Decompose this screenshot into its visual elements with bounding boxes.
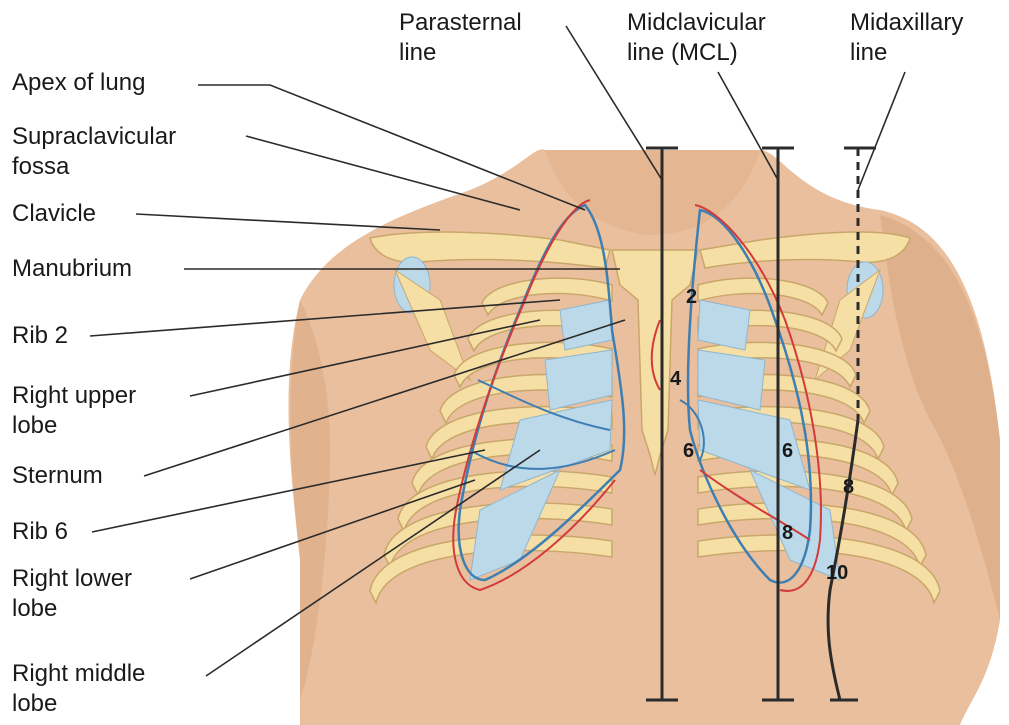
label-right-upper-lobe-2: lobe	[12, 411, 136, 441]
label-midclavicular-line-1: Midclavicular	[627, 8, 766, 38]
rib-number-8-axillary: 8	[843, 476, 854, 499]
label-right-middle-lobe-1: Right middle	[12, 659, 145, 689]
label-right-middle-lobe: Right middle lobe	[12, 659, 145, 719]
label-midclavicular-line-2: line (MCL)	[627, 38, 766, 68]
label-midclavicular-line: Midclavicular line (MCL)	[627, 8, 766, 68]
label-supraclavicular-fossa-1: Supraclavicular	[12, 122, 176, 152]
label-manubrium-text: Manubrium	[12, 254, 132, 284]
label-sternum-text: Sternum	[12, 461, 103, 491]
leader-supraclavicular	[246, 136, 520, 210]
label-midaxillary-line-2: line	[850, 38, 963, 68]
label-right-upper-lobe: Right upper lobe	[12, 381, 136, 441]
rib-number-2: 2	[686, 286, 697, 309]
label-supraclavicular-fossa: Supraclavicular fossa	[12, 122, 176, 182]
label-rib-6-text: Rib 6	[12, 517, 68, 547]
rib-number-8-mcl: 8	[782, 522, 793, 545]
label-rib-2: Rib 2	[12, 321, 68, 351]
label-parasternal-line-2: line	[399, 38, 522, 68]
label-rib-2-text: Rib 2	[12, 321, 68, 351]
label-apex-of-lung: Apex of lung	[12, 68, 145, 98]
label-parasternal-line: Parasternal line	[399, 8, 522, 68]
label-apex-of-lung-text: Apex of lung	[12, 68, 145, 98]
label-manubrium: Manubrium	[12, 254, 132, 284]
label-right-lower-lobe-2: lobe	[12, 594, 132, 624]
label-supraclavicular-fossa-2: fossa	[12, 152, 176, 182]
label-parasternal-line-1: Parasternal	[399, 8, 522, 38]
label-clavicle-text: Clavicle	[12, 199, 96, 229]
label-sternum: Sternum	[12, 461, 103, 491]
label-right-middle-lobe-2: lobe	[12, 689, 145, 719]
label-midaxillary-line-1: Midaxillary	[850, 8, 963, 38]
label-right-lower-lobe: Right lower lobe	[12, 564, 132, 624]
rib-number-6-sternal: 6	[683, 440, 694, 463]
rib-number-4: 4	[670, 368, 681, 391]
label-right-lower-lobe-1: Right lower	[12, 564, 132, 594]
label-rib-6: Rib 6	[12, 517, 68, 547]
rib-number-10: 10	[826, 562, 848, 585]
leader-midaxillary	[858, 72, 905, 190]
label-clavicle: Clavicle	[12, 199, 96, 229]
rib-number-6-mcl: 6	[782, 440, 793, 463]
label-right-upper-lobe-1: Right upper	[12, 381, 136, 411]
label-midaxillary-line: Midaxillary line	[850, 8, 963, 68]
